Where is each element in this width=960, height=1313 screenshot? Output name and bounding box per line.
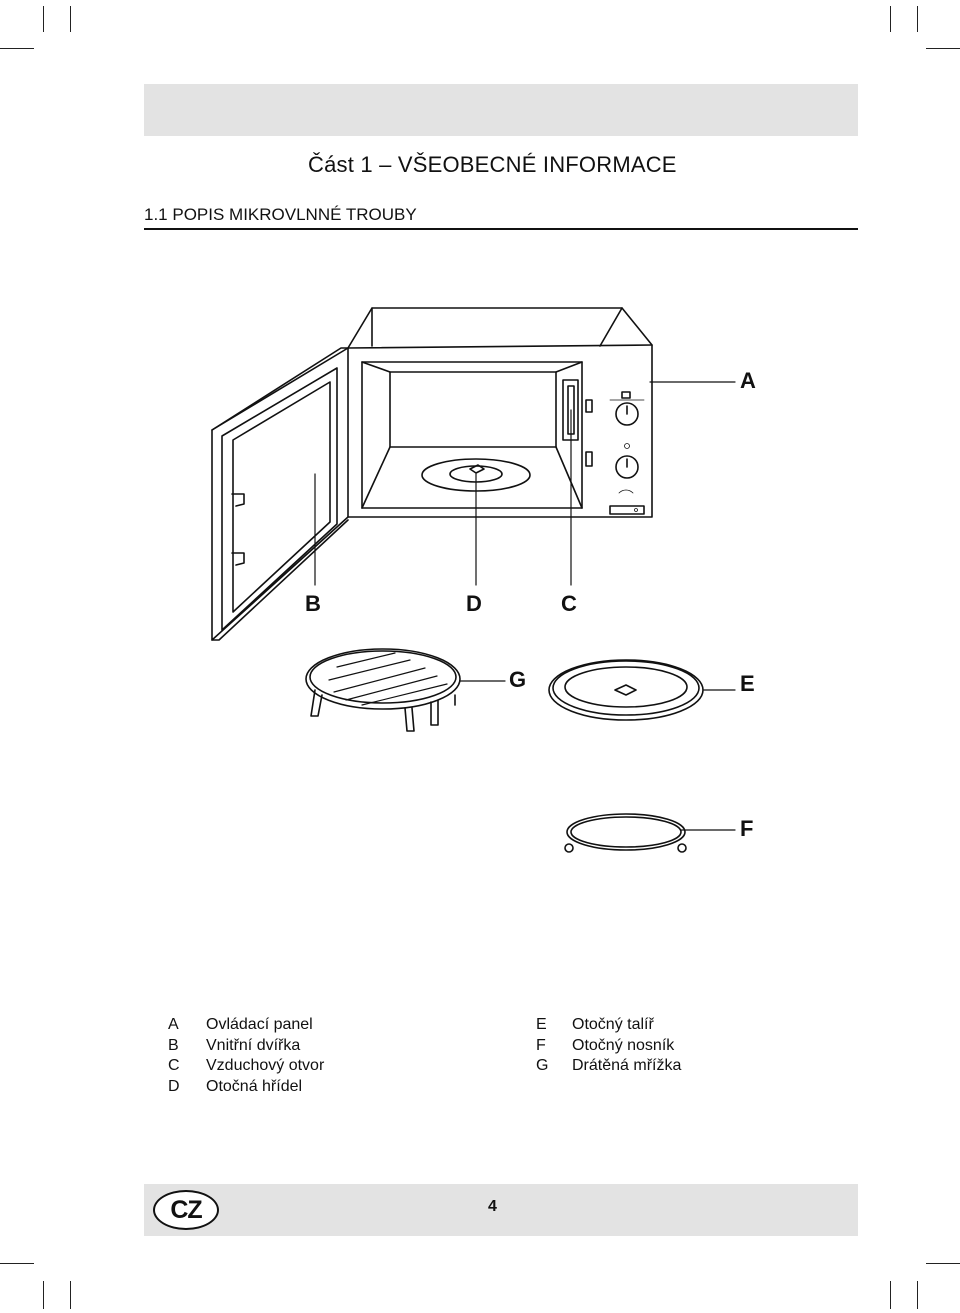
legend-key: C (168, 1057, 180, 1074)
legend-text: Otočný talíř (572, 1016, 654, 1033)
legend-item: B Vnitřní dvířka (168, 1036, 324, 1057)
legend-text: Otočná hřídel (206, 1077, 303, 1095)
oven-body (347, 307, 653, 518)
legend-item: A Ovládací panel (168, 1015, 324, 1036)
control-panel (585, 391, 645, 515)
legend-text: Drátěná mřížka (572, 1057, 682, 1074)
crop-mark (0, 1263, 34, 1264)
crop-mark (926, 48, 960, 49)
page-number: 4 (488, 1198, 497, 1215)
legend-item: D Otočná hřídel (168, 1077, 324, 1098)
oven-door (211, 347, 349, 641)
crop-mark (43, 1281, 44, 1309)
crop-mark (70, 1281, 71, 1309)
section-title: 1.1 POPIS MIKROVLNNÉ TROUBY (144, 205, 417, 224)
crop-mark (890, 1281, 891, 1309)
legend-key: D (168, 1077, 180, 1095)
legend-item: F Otočný nosník (536, 1036, 681, 1057)
legend-left: A Ovládací panel B Vnitřní dvířka C Vzducho… (168, 1015, 324, 1097)
label-f: F (740, 816, 753, 841)
legend-item: E Otočný talíř (536, 1015, 681, 1036)
oven-cavity (361, 361, 583, 509)
footer-band (144, 1184, 858, 1236)
legend-key: E (536, 1016, 547, 1033)
page-title: Část 1 – VŠEOBECNÉ INFORMACE (308, 152, 677, 177)
crop-mark (70, 6, 71, 32)
turntable (548, 659, 736, 721)
label-g: G (509, 667, 526, 692)
legend-item: G Drátěná mřížka (536, 1056, 681, 1077)
label-a: A (740, 368, 756, 393)
section-rule (144, 228, 858, 230)
legend-key: G (536, 1057, 549, 1074)
label-b: B (305, 591, 321, 616)
legend-key: A (168, 1016, 179, 1033)
crop-mark (43, 6, 44, 32)
header-band (144, 84, 858, 136)
crop-mark (0, 48, 34, 49)
leader-lines (314, 381, 736, 586)
country-badge: CZ (153, 1190, 219, 1230)
legend-text: Vzduchový otvor (206, 1057, 325, 1074)
crop-mark (926, 1263, 960, 1264)
crop-mark (890, 6, 891, 32)
roller-ring (564, 813, 736, 853)
legend-right: E Otočný talíř F Otočný nosník G Drátěná mř… (536, 1015, 681, 1077)
label-e: E (740, 671, 755, 696)
legend-text: Vnitřní dvířka (206, 1036, 301, 1054)
legend-key: F (536, 1036, 546, 1054)
crop-mark (917, 6, 918, 32)
legend-text: Ovládací panel (206, 1016, 313, 1033)
label-d: D (466, 591, 482, 616)
crop-mark (917, 1281, 918, 1309)
legend-item: C Vzduchový otvor (168, 1056, 324, 1077)
legend-key: B (168, 1036, 179, 1054)
legend-text: Otočný nosník (572, 1036, 675, 1054)
wire-rack (305, 648, 506, 732)
microwave-illustration: A B D C G E F (211, 307, 756, 853)
label-c: C (561, 591, 577, 616)
